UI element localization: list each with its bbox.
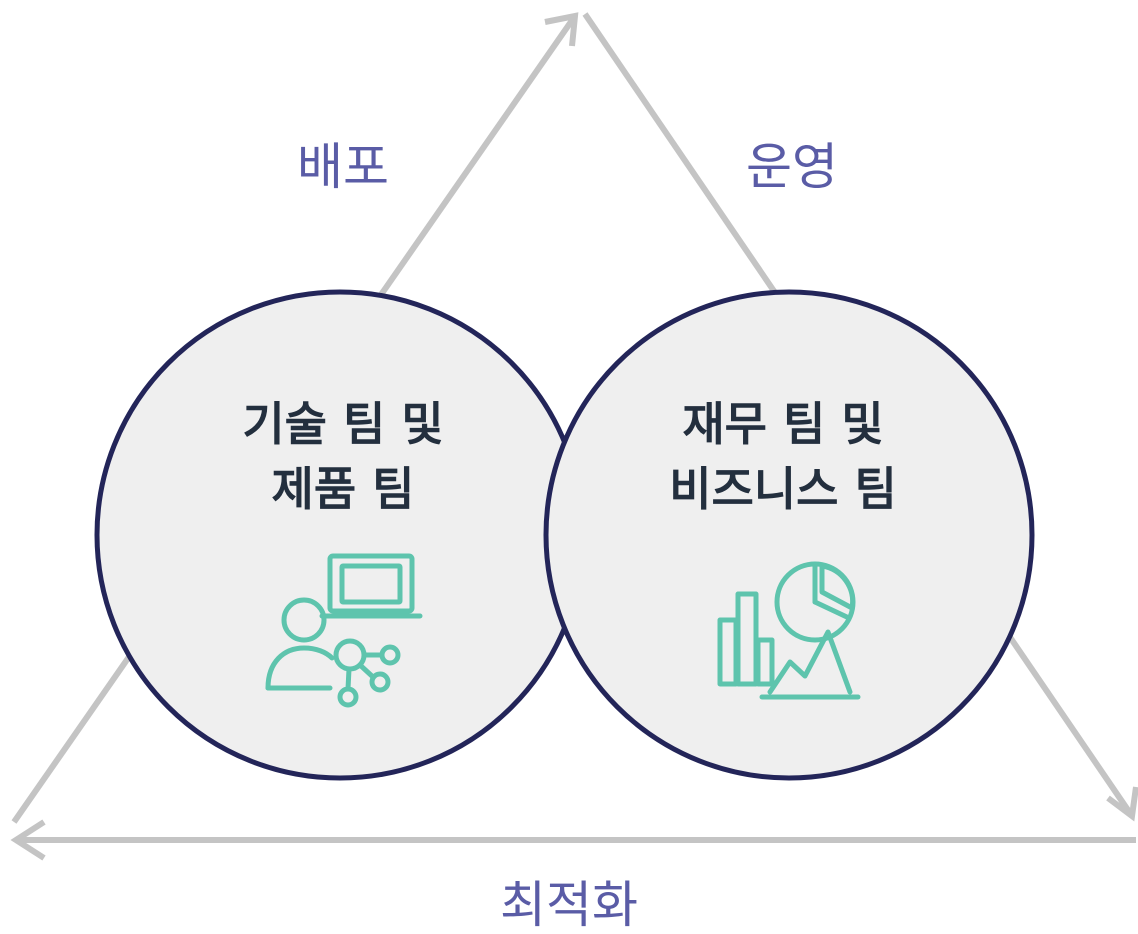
- optimize-label: 최적화: [500, 876, 638, 934]
- person-laptop-network-icon: [265, 553, 423, 708]
- operate-label: 운영: [746, 138, 838, 196]
- deploy-arrowhead: [544, 12, 579, 47]
- finance-business-team-group: 재무 팀 및 비즈니스 팀: [543, 289, 1035, 781]
- optimize-arrowhead: [10, 819, 46, 861]
- finance-business-team-label-line2: 비즈니스 팀: [669, 462, 897, 516]
- tech-product-team-circle: [94, 289, 586, 781]
- tech-product-team-label-line1: 기술 팀 및: [242, 397, 443, 451]
- finance-business-team-label-line1: 재무 팀 및: [682, 397, 883, 451]
- finance-business-team-circle: [543, 289, 1035, 781]
- operate-arrowhead: [1106, 786, 1138, 822]
- tech-product-team-group: 기술 팀 및 제품 팀: [94, 289, 586, 781]
- tech-product-team-label-line2: 제품 팀: [272, 462, 415, 516]
- business-analytics-chart-icon: [717, 561, 861, 700]
- deploy-label: 배포: [297, 138, 389, 196]
